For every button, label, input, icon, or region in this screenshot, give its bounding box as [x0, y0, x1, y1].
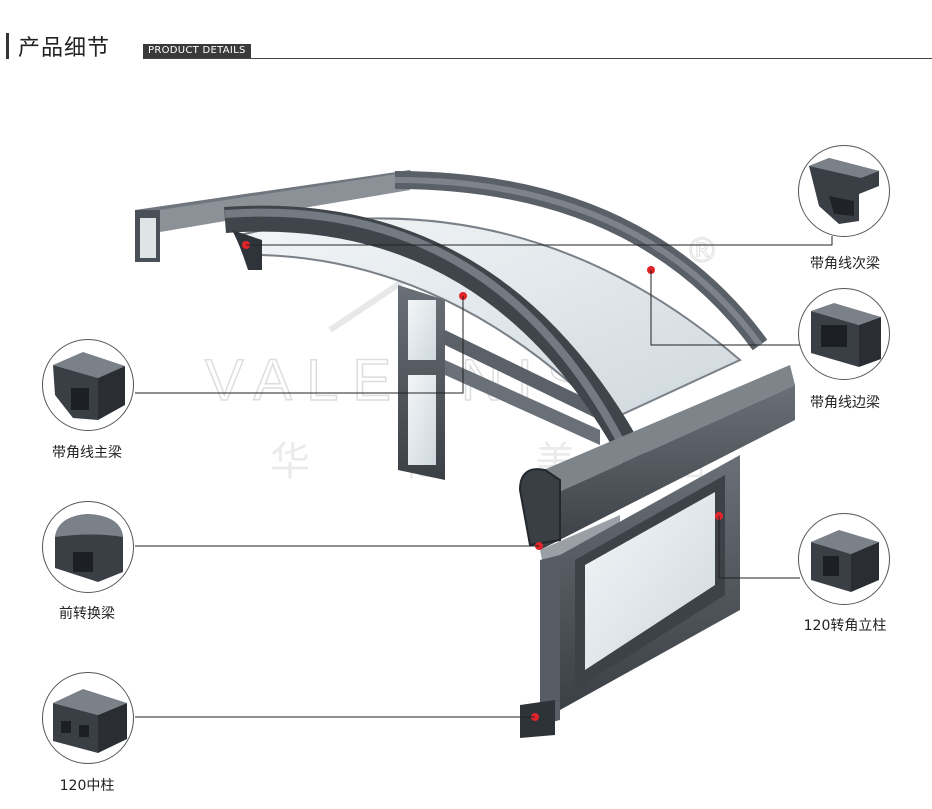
roof-glass [238, 171, 768, 422]
callout-corner-post [798, 513, 890, 605]
header-accent-bar [6, 33, 9, 59]
label-secondary-beam: 带角线次梁 [810, 256, 880, 272]
header-divider [143, 58, 932, 59]
callout-secondary-beam [798, 145, 890, 237]
profile-l-shape-icon [809, 158, 879, 224]
callout-middle-post [42, 672, 134, 764]
label-front-transfer-beam: 前转换梁 [59, 606, 115, 622]
label-edge-beam: 带角线边梁 [810, 395, 880, 411]
profile-middle-post-icon [53, 689, 127, 753]
front-wall [520, 455, 740, 738]
profile-square-tube-icon [811, 303, 881, 367]
front-transfer-beam [518, 365, 795, 575]
callout-edge-beam [798, 288, 890, 380]
callout-front-transfer-beam [42, 501, 134, 593]
product-detail-diagram: VALENNIS 华 亿 美 居 ® [0, 70, 932, 809]
label-corner-post: 120转角立柱 [803, 618, 887, 634]
profile-main-beam-icon [53, 352, 125, 420]
section-subtitle: PRODUCT DETAILS [143, 44, 251, 58]
main-curved-beam [224, 205, 652, 476]
section-title: 产品细节 [18, 36, 111, 61]
label-middle-post: 120中柱 [59, 778, 115, 794]
profile-corner-post-icon [811, 530, 879, 592]
section-header: 产品细节 PRODUCT DETAILS [0, 0, 932, 70]
back-window [398, 285, 610, 480]
leader-lines [135, 236, 833, 718]
callout-main-beam [42, 339, 134, 431]
profile-rounded-beam-icon [55, 514, 123, 582]
label-main-beam: 带角线主梁 [52, 445, 122, 461]
rear-beam [135, 170, 415, 262]
sunroom-illustration: VALENNIS 华 亿 美 居 ® [135, 170, 833, 738]
